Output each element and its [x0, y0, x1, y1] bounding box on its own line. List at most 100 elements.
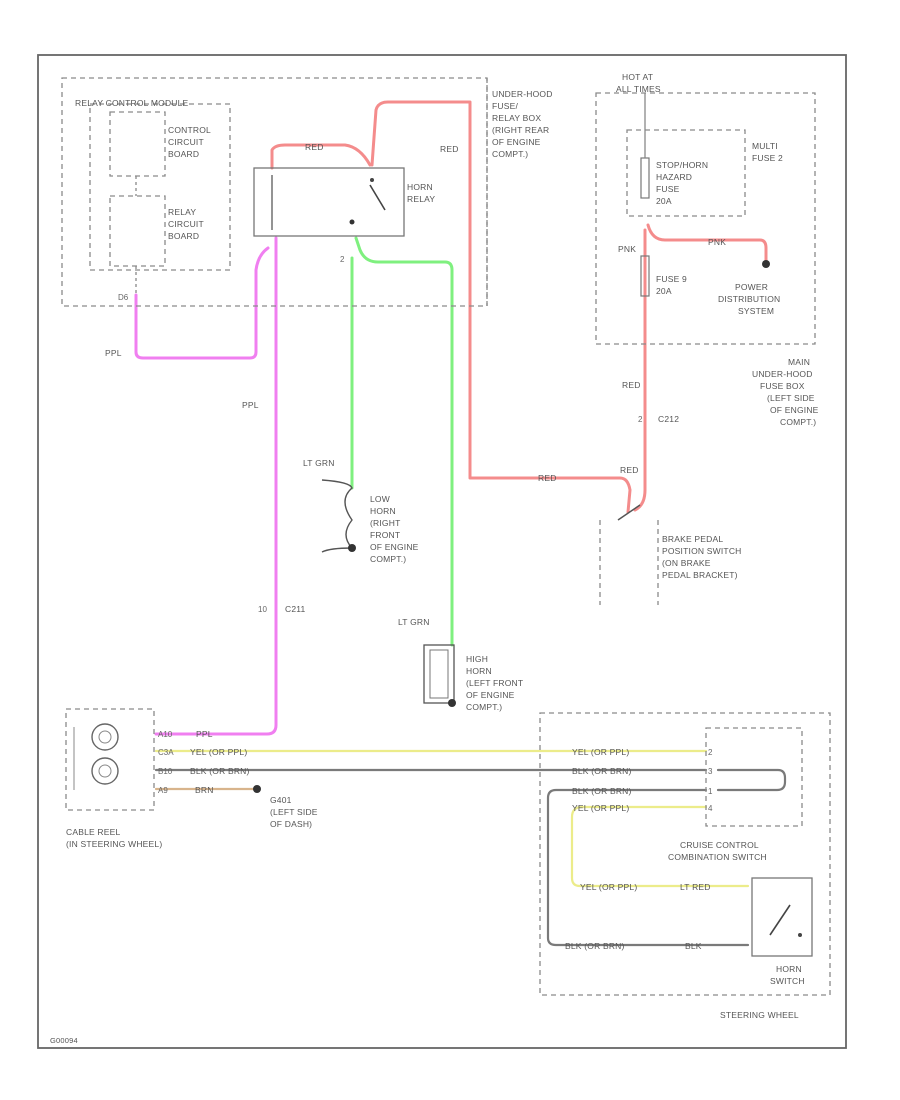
svg-text:MAIN: MAIN: [788, 357, 810, 367]
connector-labels: 2 C212 10 C211: [258, 414, 679, 614]
svg-text:BLK (OR BRN): BLK (OR BRN): [190, 766, 250, 776]
svg-text:OF ENGINE: OF ENGINE: [770, 405, 819, 415]
svg-text:CIRCUIT: CIRCUIT: [168, 219, 204, 229]
svg-text:COMPT.): COMPT.): [780, 417, 816, 427]
svg-text:PPL: PPL: [105, 348, 122, 358]
svg-text:G401: G401: [270, 795, 292, 805]
svg-text:HAZARD: HAZARD: [656, 172, 692, 182]
horn-relay-box: [253, 167, 405, 237]
svg-text:2: 2: [340, 255, 345, 264]
svg-text:ALL TIMES: ALL TIMES: [616, 84, 661, 94]
svg-text:BLK (OR BRN): BLK (OR BRN): [565, 941, 625, 951]
horn-switch-box: [751, 877, 813, 957]
svg-text:COMPT.): COMPT.): [492, 149, 528, 159]
wire-color-labels: RED RED RED RED RED PNK PNK PPL PPL: [105, 142, 726, 483]
svg-text:RELAY CONTROL MODULE: RELAY CONTROL MODULE: [75, 98, 189, 108]
relay-contact-bottom: [349, 219, 355, 225]
svg-text:POSITION SWITCH: POSITION SWITCH: [662, 546, 742, 556]
svg-text:2: 2: [708, 748, 713, 757]
svg-text:STEERING WHEEL: STEERING WHEEL: [720, 1010, 799, 1020]
steering-wheel-box: [539, 712, 831, 996]
cable-reel-coil-1: [91, 723, 119, 751]
high-horn-ground: [448, 699, 456, 707]
brake-switch-box: [599, 520, 659, 605]
green-wire-high-horn: [354, 236, 454, 647]
relay-module-box: [61, 77, 488, 307]
underhood-fuse-labels: UNDER-HOOD FUSE/ RELAY BOX (RIGHT REAR O…: [492, 89, 552, 159]
svg-text:FUSE/: FUSE/: [492, 101, 518, 111]
svg-text:COMPT.): COMPT.): [370, 554, 406, 564]
svg-text:(ON BRAKE: (ON BRAKE: [662, 558, 711, 568]
svg-text:BLK (OR BRN): BLK (OR BRN): [572, 786, 632, 796]
svg-text:(RIGHT REAR: (RIGHT REAR: [492, 125, 549, 135]
svg-text:RED: RED: [622, 380, 641, 390]
svg-text:LT RED: LT RED: [680, 882, 711, 892]
svg-text:CONTROL: CONTROL: [168, 125, 211, 135]
svg-text:C3A: C3A: [158, 748, 174, 757]
svg-text:(IN STEERING WHEEL): (IN STEERING WHEEL): [66, 839, 162, 849]
g401-ground: [253, 785, 261, 793]
svg-text:D6: D6: [118, 293, 129, 302]
diagram-frame: [37, 54, 847, 1049]
low-horn-labels: LT GRN LOW HORN (RIGHT FRONT OF ENGINE C…: [303, 458, 419, 564]
svg-text:(RIGHT: (RIGHT: [370, 518, 400, 528]
svg-text:FRONT: FRONT: [370, 530, 400, 540]
svg-text:OF ENGINE: OF ENGINE: [370, 542, 419, 552]
svg-text:2: 2: [638, 415, 643, 424]
svg-text:OF DASH): OF DASH): [270, 819, 312, 829]
multi-fuse-box: [626, 129, 746, 217]
cable-reel-coil-2: [91, 757, 119, 785]
pink-wire-long: [154, 236, 278, 736]
cable-reel-labels: CABLE REEL (IN STEERING WHEEL) A10 C3A B…: [66, 729, 318, 849]
svg-text:YEL (OR PPL): YEL (OR PPL): [190, 747, 247, 757]
svg-text:BOARD: BOARD: [168, 231, 199, 241]
svg-text:C211: C211: [285, 604, 306, 614]
svg-text:BLK: BLK: [685, 941, 702, 951]
svg-text:STOP/HORN: STOP/HORN: [656, 160, 708, 170]
svg-text:BLK (OR BRN): BLK (OR BRN): [572, 766, 632, 776]
brake-switch-arm: [617, 504, 641, 521]
fuse9-symbol: [640, 255, 650, 297]
control-board-box: [109, 111, 166, 177]
svg-text:10: 10: [258, 605, 267, 614]
svg-text:RELAY BOX: RELAY BOX: [492, 113, 541, 123]
svg-text:HOT AT: HOT AT: [622, 72, 653, 82]
main-fuse-box: [595, 92, 816, 345]
svg-text:DISTRIBUTION: DISTRIBUTION: [718, 294, 780, 304]
cable-reel-coil-1-in: [98, 730, 112, 744]
svg-text:SYSTEM: SYSTEM: [738, 306, 774, 316]
svg-text:(LEFT FRONT: (LEFT FRONT: [466, 678, 523, 688]
svg-text:PPL: PPL: [242, 400, 259, 410]
svg-text:1: 1: [708, 787, 713, 796]
svg-text:YEL (OR PPL): YEL (OR PPL): [572, 803, 629, 813]
svg-text:OF ENGINE: OF ENGINE: [466, 690, 515, 700]
horn-switch-contact: [798, 933, 802, 937]
relay-board-box: [109, 195, 166, 267]
brake-switch-labels: BRAKE PEDAL POSITION SWITCH (ON BRAKE PE…: [662, 534, 742, 580]
ref-code: G00094: [50, 1036, 78, 1045]
svg-text:HORN: HORN: [370, 506, 396, 516]
power-dist-ground: [762, 260, 770, 268]
svg-text:RED: RED: [305, 142, 324, 152]
svg-text:HORN: HORN: [776, 964, 802, 974]
svg-text:C212: C212: [658, 414, 679, 424]
cable-reel-coil-2-in: [98, 764, 112, 778]
svg-text:3: 3: [708, 767, 713, 776]
horn-switch-arm: [769, 904, 791, 936]
svg-text:RED: RED: [538, 473, 557, 483]
svg-text:COMBINATION SWITCH: COMBINATION SWITCH: [668, 852, 767, 862]
svg-text:FUSE: FUSE: [656, 184, 680, 194]
svg-text:(LEFT SIDE: (LEFT SIDE: [767, 393, 815, 403]
pink-wire-fuse: [646, 223, 768, 264]
svg-text:BRN: BRN: [195, 785, 214, 795]
high-horn-labels: LT GRN HIGH HORN (LEFT FRONT OF ENGINE C…: [398, 617, 523, 712]
svg-text:B10: B10: [158, 767, 173, 776]
svg-text:LT GRN: LT GRN: [398, 617, 430, 627]
svg-text:(LEFT SIDE: (LEFT SIDE: [270, 807, 318, 817]
cable-reel-box: [65, 708, 155, 811]
svg-text:YEL (OR PPL): YEL (OR PPL): [580, 882, 637, 892]
svg-text:RED: RED: [620, 465, 639, 475]
svg-text:MULTI: MULTI: [752, 141, 778, 151]
svg-text:CABLE REEL: CABLE REEL: [66, 827, 121, 837]
svg-text:OF ENGINE: OF ENGINE: [492, 137, 541, 147]
